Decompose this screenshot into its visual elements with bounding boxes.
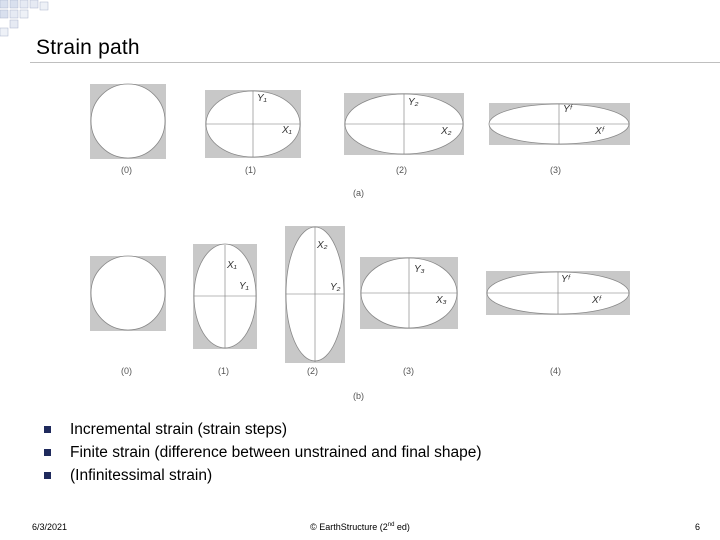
row-b-label-2: (2) xyxy=(307,366,318,376)
footer-copyright: © EarthStructure (2nd ed) xyxy=(0,522,720,532)
square-bullet-icon xyxy=(44,449,51,456)
row-b-p3-y-label: Y₃ xyxy=(414,264,425,275)
row-b-p1-y-label: Y₁ xyxy=(239,281,249,292)
row-b-p2-x-label: X₂ xyxy=(316,240,328,251)
bullet-text: Incremental strain (strain steps) xyxy=(70,421,288,438)
row-b-panel-4 xyxy=(486,271,630,315)
bullet-text: (Infinitessimal strain) xyxy=(70,467,213,484)
footer-date: 6/3/2021 xyxy=(32,522,68,532)
row-b-p1-x-label: X₁ xyxy=(226,260,237,271)
row-a-caption: (a) xyxy=(353,188,364,198)
row-a-p2-x-label: X₂ xyxy=(440,126,452,137)
square-bullet-icon xyxy=(44,426,51,433)
row-a-panel-2 xyxy=(344,93,464,155)
row-b-panel-3 xyxy=(360,257,458,329)
row-a-p3-y-label: Yᶠ xyxy=(563,104,573,115)
row-a-label-0: (0) xyxy=(121,165,132,175)
bullet-list: Incremental strain (strain steps) Finite… xyxy=(44,418,482,487)
row-b-p3-x-label: X₃ xyxy=(435,295,447,306)
row-b-p4-x-label: Xᶠ xyxy=(591,295,602,306)
row-a-label-1: (1) xyxy=(245,165,256,175)
bullet-item: Incremental strain (strain steps) xyxy=(44,418,482,441)
footer-copyright-prefix: © EarthStructure (2 xyxy=(310,522,388,532)
row-b-panel-2 xyxy=(285,226,345,363)
row-b-caption: (b) xyxy=(353,391,364,401)
slide-title: Strain path xyxy=(36,36,140,59)
bullet-item: Finite strain (difference between unstra… xyxy=(44,441,482,464)
page-number: 6 xyxy=(694,522,700,532)
row-b-label-1: (1) xyxy=(218,366,229,376)
row-a-p2-y-label: Y₂ xyxy=(408,97,419,108)
square-bullet-icon xyxy=(44,472,51,479)
row-b-p4-y-label: Yᶠ xyxy=(561,274,571,285)
row-a-label-2: (2) xyxy=(396,165,407,175)
footer-copyright-sup: nd xyxy=(387,522,395,528)
row-a-panel-0 xyxy=(90,83,166,159)
row-b-panel-0 xyxy=(90,255,166,331)
corner-decoration xyxy=(0,0,49,37)
row-a-panel-3 xyxy=(488,103,630,145)
row-b-label-3: (3) xyxy=(403,366,414,376)
row-a-p1-x-label: X₁ xyxy=(281,125,292,136)
bullet-item: (Infinitessimal strain) xyxy=(44,464,482,487)
row-b-panel-1 xyxy=(193,243,257,349)
row-b-label-0: (0) xyxy=(121,366,132,376)
row-a-label-3: (3) xyxy=(550,165,561,175)
row-a-panel-1 xyxy=(205,90,301,158)
footer-copyright-suffix: ed) xyxy=(394,522,410,532)
row-a-p3-x-label: Xᶠ xyxy=(594,126,605,137)
bullet-text: Finite strain (difference between unstra… xyxy=(70,444,482,461)
row-b-p2-y-label: Y₂ xyxy=(330,282,341,293)
row-b-label-4: (4) xyxy=(550,366,561,376)
title-divider xyxy=(30,62,720,63)
row-a-p1-y-label: Y₁ xyxy=(257,93,267,104)
